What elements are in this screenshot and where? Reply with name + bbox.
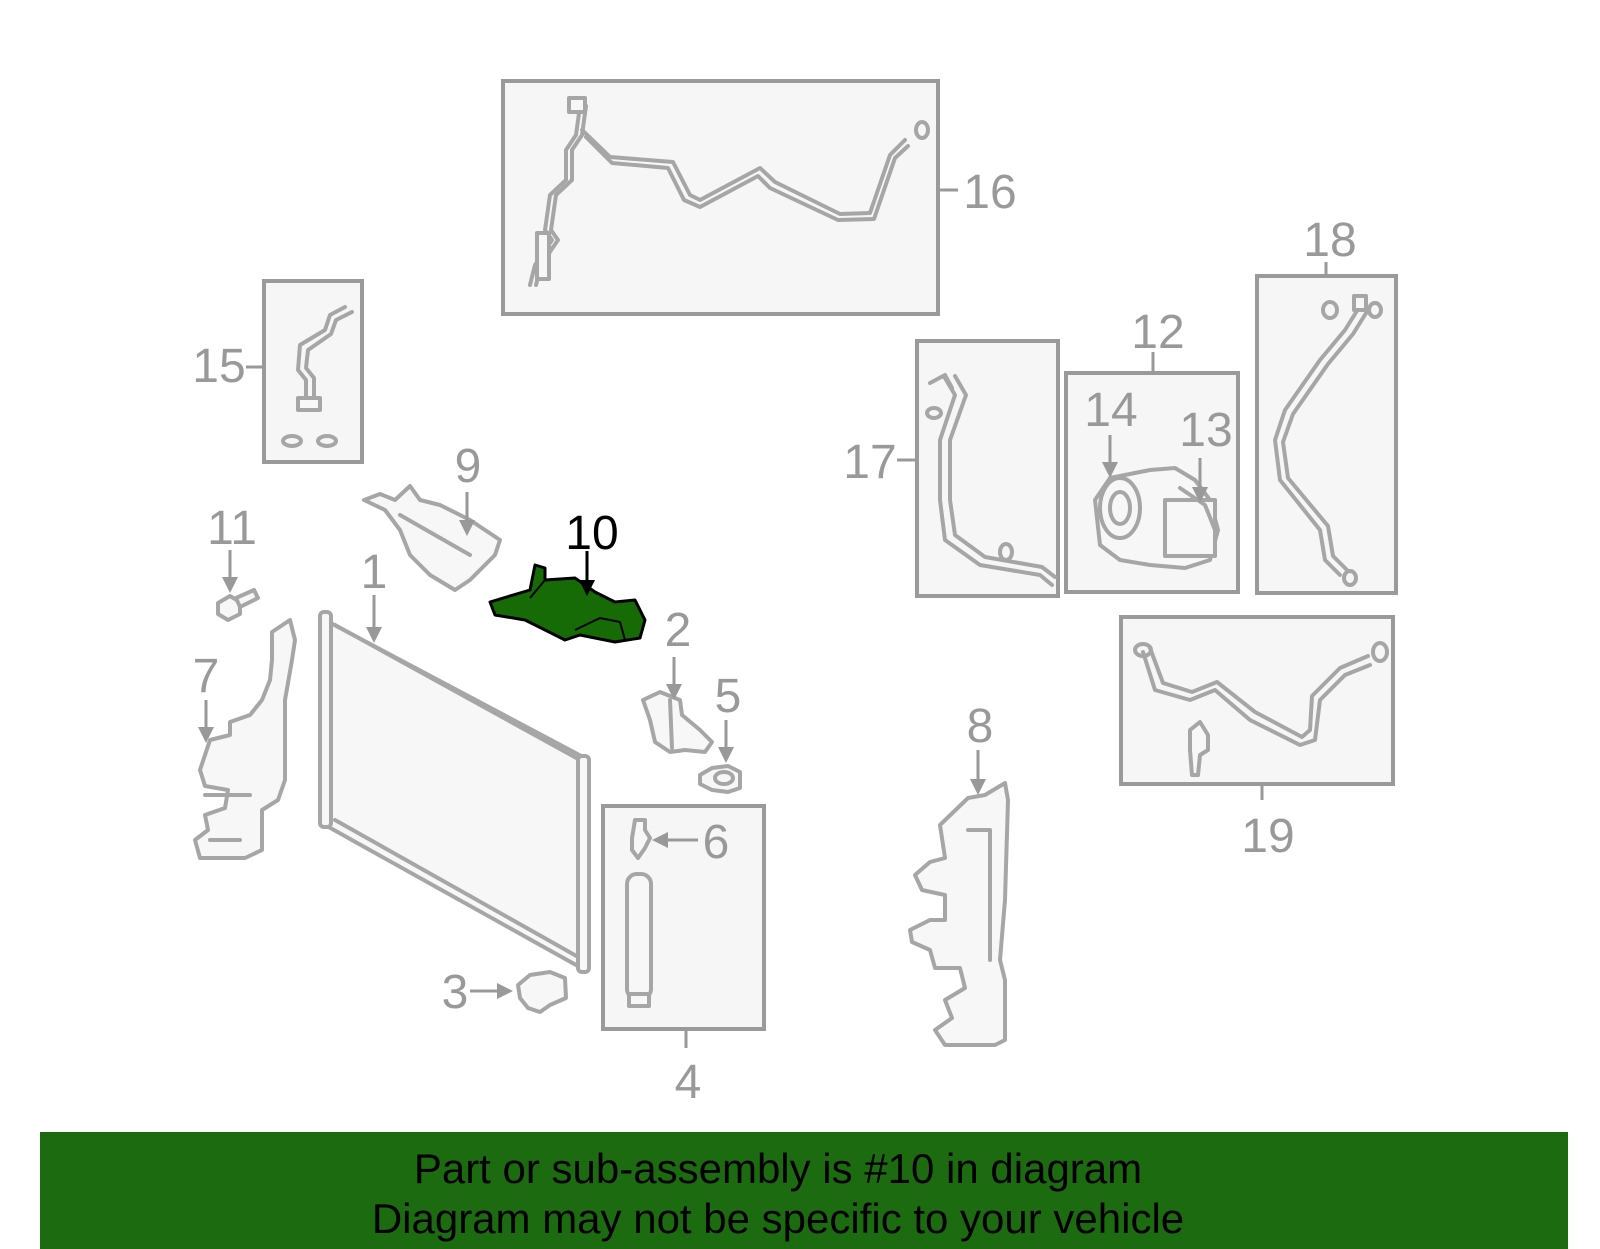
part-11-bolt bbox=[216, 588, 260, 622]
banner-line-part-number: Part or sub-assembly is #10 in diagram bbox=[413, 1145, 1143, 1192]
callout-1: 1 bbox=[361, 546, 388, 599]
callout-14: 14 bbox=[1084, 384, 1137, 437]
callout-16: 16 bbox=[963, 166, 1016, 219]
part-8-side-seal bbox=[908, 781, 1010, 1047]
callout-5: 5 bbox=[715, 670, 742, 723]
part-15-hose bbox=[262, 279, 364, 464]
part-9-air-guide bbox=[362, 484, 502, 592]
callout-11: 11 bbox=[207, 502, 257, 555]
callout-9: 9 bbox=[455, 440, 482, 493]
part-5-clip bbox=[698, 764, 742, 794]
callout-2: 2 bbox=[665, 604, 692, 657]
part-18-hose bbox=[1255, 274, 1398, 595]
callout-12: 12 bbox=[1131, 306, 1184, 359]
callout-7: 7 bbox=[193, 650, 220, 703]
part-16-ac-line bbox=[501, 79, 940, 316]
part-19-hose bbox=[1119, 615, 1395, 786]
callout-8: 8 bbox=[967, 700, 994, 753]
callout-13: 13 bbox=[1179, 404, 1232, 457]
callout-17: 17 bbox=[843, 436, 896, 489]
banner-line-disclaimer: Diagram may not be specific to your vehi… bbox=[371, 1195, 1185, 1242]
part-7-side-seal bbox=[193, 618, 297, 860]
part-4-receiver-drier bbox=[601, 804, 766, 1031]
callout-10: 10 bbox=[565, 507, 618, 560]
info-banner: Part or sub-assembly is #10 in diagram D… bbox=[40, 1132, 1568, 1249]
part-17-hose bbox=[915, 339, 1060, 598]
callout-18: 18 bbox=[1303, 214, 1356, 267]
callout-3: 3 bbox=[442, 966, 469, 1019]
callout-19: 19 bbox=[1241, 810, 1294, 863]
part-10-highlighted bbox=[488, 563, 647, 644]
part-3-bracket bbox=[516, 970, 568, 1014]
part-1-condenser bbox=[318, 610, 591, 974]
callout-4: 4 bbox=[675, 1056, 702, 1109]
part-2-bracket bbox=[641, 690, 714, 754]
callout-15: 15 bbox=[192, 340, 245, 393]
callout-6: 6 bbox=[703, 816, 730, 869]
part-12-compressor bbox=[1064, 371, 1240, 594]
